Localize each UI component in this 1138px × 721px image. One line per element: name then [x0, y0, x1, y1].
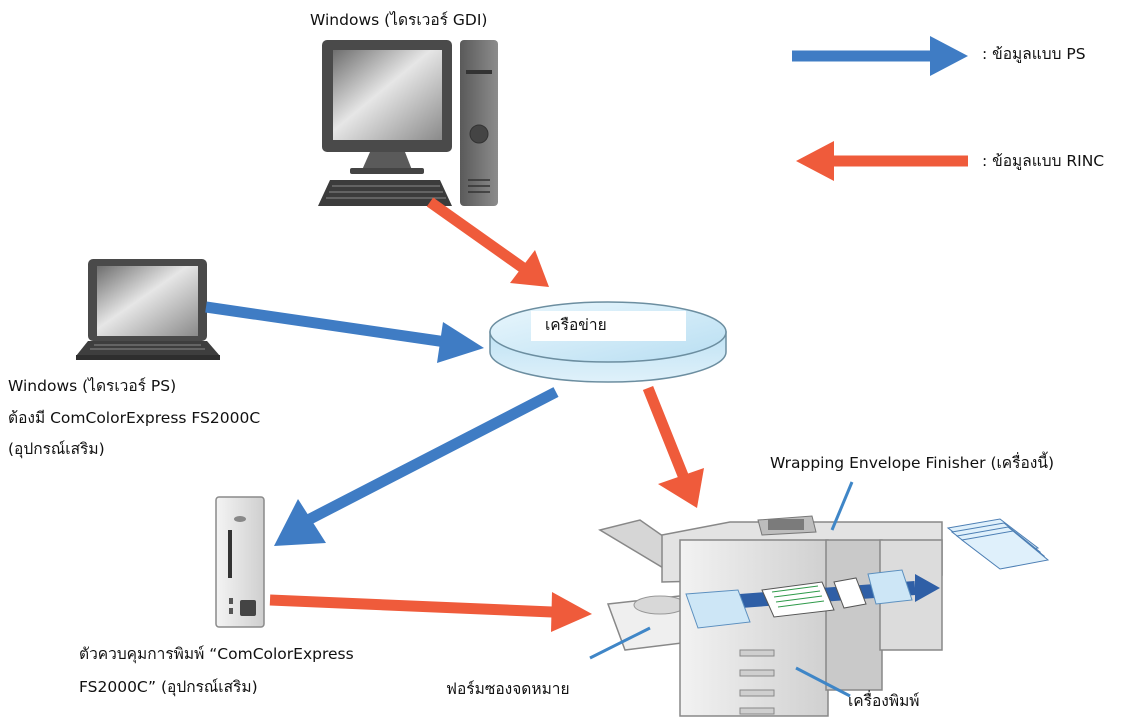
print-controller-server-icon	[215, 496, 265, 628]
form-label: ฟอร์มซองจดหมาย	[446, 680, 570, 698]
legend-ps-label: : ข้อมูลแบบ PS	[982, 45, 1086, 63]
network-label: เครือข่าย	[545, 316, 607, 334]
rinc-arrow-network-to-printer	[642, 385, 704, 508]
rinc-arrow-desktop-to-network	[426, 197, 549, 287]
printer-label: เครื่องพิมพ์	[848, 692, 920, 710]
desktop-label: Windows (ไดรเวอร์ GDI)	[310, 11, 488, 29]
desktop-computer-icon	[318, 40, 498, 206]
laptop-label-line3: (อุปกรณ์เสริม)	[8, 440, 105, 458]
laptop-label-line1: Windows (ไดรเวอร์ PS)	[8, 377, 177, 395]
legend-rinc-label: : ข้อมูลแบบ RINC	[982, 152, 1105, 170]
laptop-icon	[76, 259, 220, 360]
controller-label-line1: ตัวควบคุมการพิมพ์ “ComColorExpress	[79, 645, 354, 663]
printer-callout-line	[795, 666, 851, 698]
printer-with-finisher-icon	[598, 515, 1050, 717]
legend-ps-arrow	[792, 36, 968, 76]
network-cloud-icon	[489, 301, 727, 383]
laptop-label-line2: ต้องมี ComColorExpress FS2000C	[8, 409, 261, 427]
ps-arrow-network-to-controller	[274, 387, 559, 546]
ps-arrow-laptop-to-network	[205, 301, 484, 363]
finisher-label: Wrapping Envelope Finisher (เครื่องนี้)	[770, 454, 1055, 472]
finisher-callout-line	[830, 481, 854, 531]
controller-label-line2: FS2000C” (อุปกรณ์เสริม)	[79, 678, 258, 696]
rinc-arrow-controller-to-printer	[269, 592, 592, 632]
form-callout-line	[589, 626, 651, 660]
legend-rinc-arrow	[796, 141, 968, 181]
